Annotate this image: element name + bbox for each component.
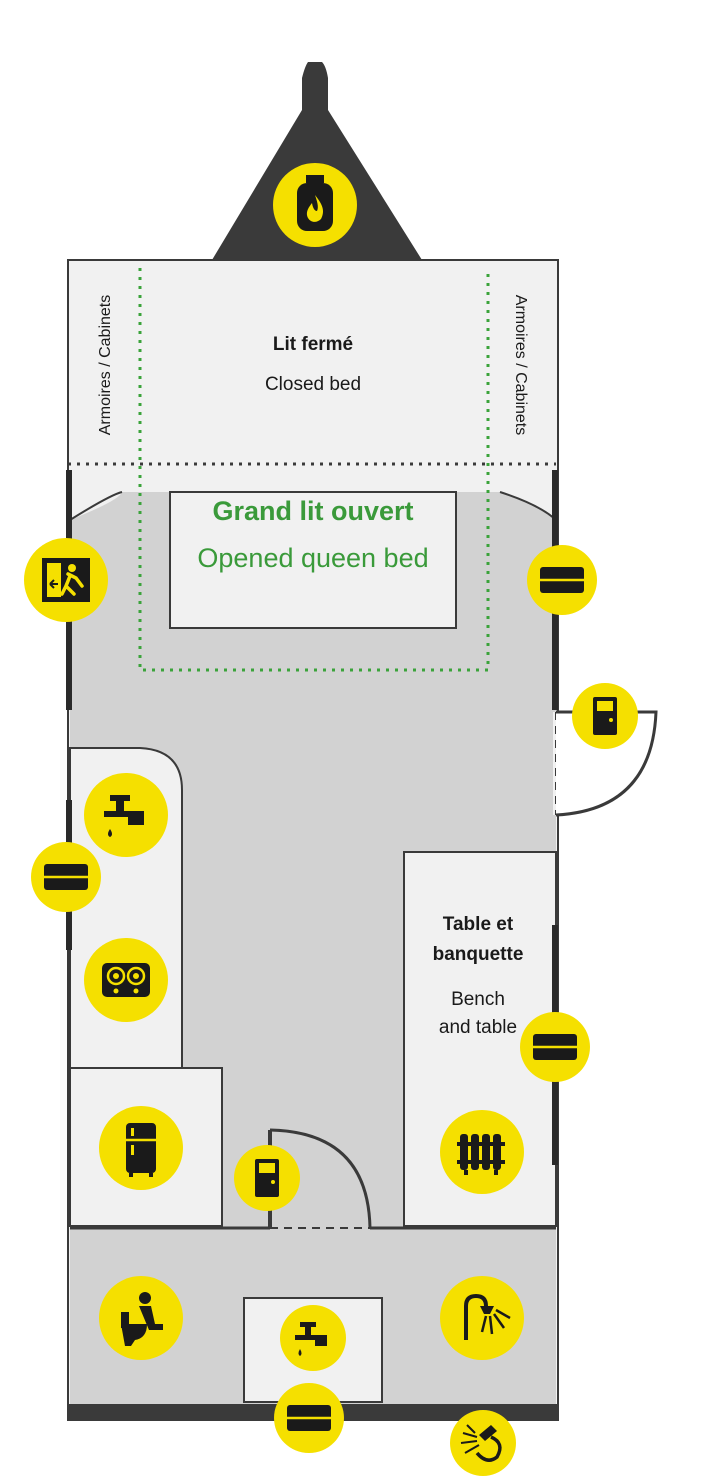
door-icon	[234, 1145, 300, 1211]
table-label-en-1: Bench	[451, 989, 505, 1010]
closed-bed-label-fr: Lit fermé	[273, 334, 353, 355]
shower-icon	[440, 1276, 524, 1360]
sink-faucet-icon	[280, 1305, 346, 1371]
queen-bed-outline	[138, 268, 490, 672]
stove-icon	[84, 938, 168, 1022]
window-icon	[274, 1383, 344, 1453]
propane-tank-icon	[273, 163, 357, 247]
table-label-fr-1: Table et	[443, 914, 514, 935]
bath-door-swing	[269, 1128, 372, 1229]
queen-bed-label-en: Opened queen bed	[197, 543, 428, 573]
trailer-tongue	[212, 62, 422, 260]
main-floor	[70, 492, 556, 1408]
closed-bed-label-en: Closed bed	[265, 374, 361, 395]
table-label-en-2: and table	[439, 1017, 517, 1038]
emergency-exit-icon	[24, 538, 108, 622]
window-icon	[527, 545, 597, 615]
queen-bed-label-fr: Grand lit ouvert	[212, 496, 413, 526]
cabinets-label-left: Armoires / Cabinets	[97, 295, 114, 436]
refrigerator-icon	[99, 1106, 183, 1190]
heater-icon	[440, 1110, 524, 1194]
sink-faucet-icon	[84, 773, 168, 857]
window-icon	[31, 842, 101, 912]
table-label-fr-2: banquette	[433, 944, 524, 965]
toilet-icon	[99, 1276, 183, 1360]
outdoor-shower-icon	[450, 1410, 516, 1476]
door-icon	[572, 683, 638, 749]
window-icon	[520, 1012, 590, 1082]
queen-bed-area	[169, 491, 457, 629]
cabinets-label-right: Armoires / Cabinets	[512, 295, 529, 436]
